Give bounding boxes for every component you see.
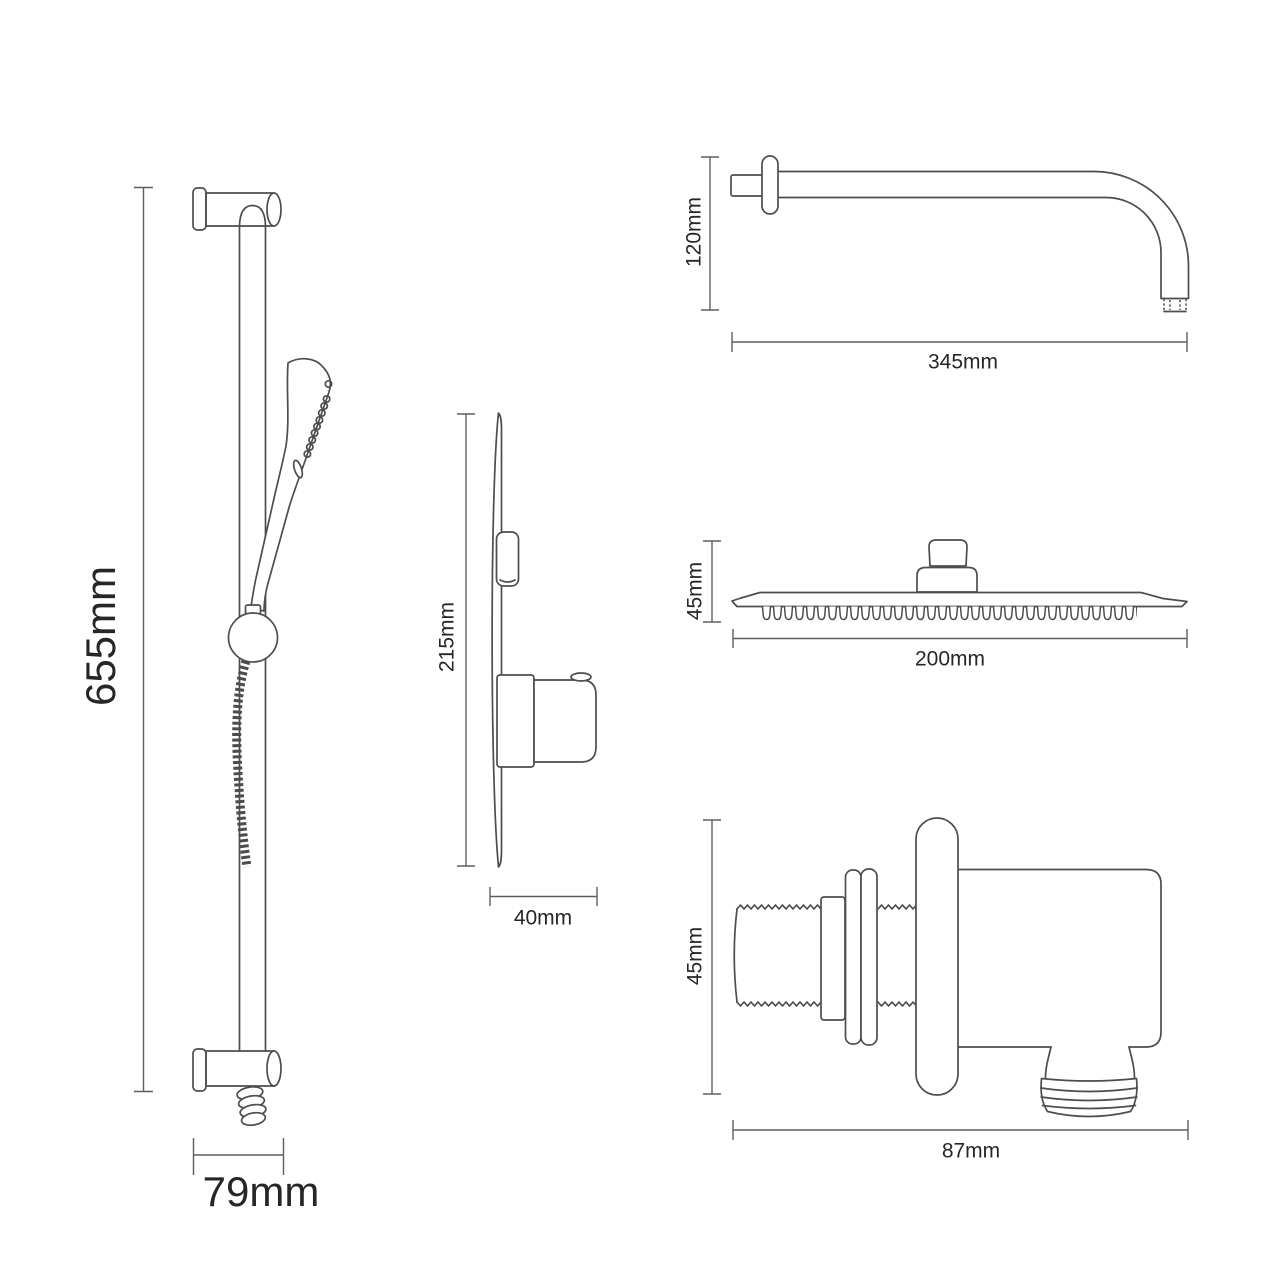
dim-line-arm-height [701, 157, 719, 310]
outlet-hose-connector [1041, 1047, 1137, 1117]
head-connector [917, 540, 977, 592]
dim-line-valve-depth [490, 887, 597, 906]
dim-label-valve-depth: 40mm [513, 906, 573, 930]
dim-label-outlet-width: 87mm [941, 1139, 1001, 1163]
slider-holder [229, 605, 278, 662]
shower-arm-drawing [695, 148, 1200, 363]
arm-wall-flange [762, 156, 778, 214]
wall-bracket-top [193, 188, 281, 230]
head-nozzle-row [761, 606, 1137, 622]
dim-line-head-diameter [733, 629, 1187, 648]
hand-shower [251, 359, 332, 611]
dim-label-slide-bar-height: 655mm [77, 565, 124, 707]
dim-label-slide-bar-width: 79mm [202, 1168, 320, 1215]
valve-back-plate [492, 413, 501, 867]
arm-wall-stub [731, 175, 764, 196]
wall-bracket-bottom [193, 1049, 281, 1091]
dim-line-valve-height [457, 414, 475, 866]
control-knob [497, 673, 596, 767]
hose-coil [236, 1085, 268, 1127]
dim-line-outlet-width [733, 1120, 1188, 1140]
shower-head-drawing [695, 530, 1200, 655]
outlet-wall-plate [916, 818, 958, 1095]
diverter-button [497, 532, 519, 586]
dim-line-head-height [703, 541, 721, 622]
dim-line-slide-bar-width [194, 1138, 284, 1175]
spray-nozzle-texture [304, 381, 332, 457]
wall-outlet-drawing [695, 808, 1200, 1148]
dim-line-slide-bar-height [134, 188, 153, 1092]
outlet-body [958, 870, 1161, 1048]
dim-label-head-diameter: 200mm [914, 647, 986, 671]
dim-label-valve-height: 215mm [435, 601, 459, 673]
dim-line-outlet-height [703, 820, 721, 1094]
mixer-valve-drawing [430, 400, 610, 920]
outlet-washers [846, 869, 878, 1045]
shower-hose [237, 661, 247, 867]
dim-label-arm-length: 345mm [927, 350, 999, 374]
dim-line-arm-length [732, 332, 1187, 352]
dim-label-head-height: 45mm [683, 561, 707, 621]
arm-pipe [779, 172, 1189, 312]
outlet-lock-nut [821, 897, 845, 1020]
dim-label-arm-height: 120mm [682, 196, 706, 268]
head-disc [732, 593, 1187, 622]
dim-label-outlet-height: 45mm [683, 926, 707, 986]
slide-bar-drawing [80, 175, 350, 1205]
outlet-threaded-inlet [734, 905, 821, 1006]
outlet-threaded-mid [878, 905, 916, 1006]
